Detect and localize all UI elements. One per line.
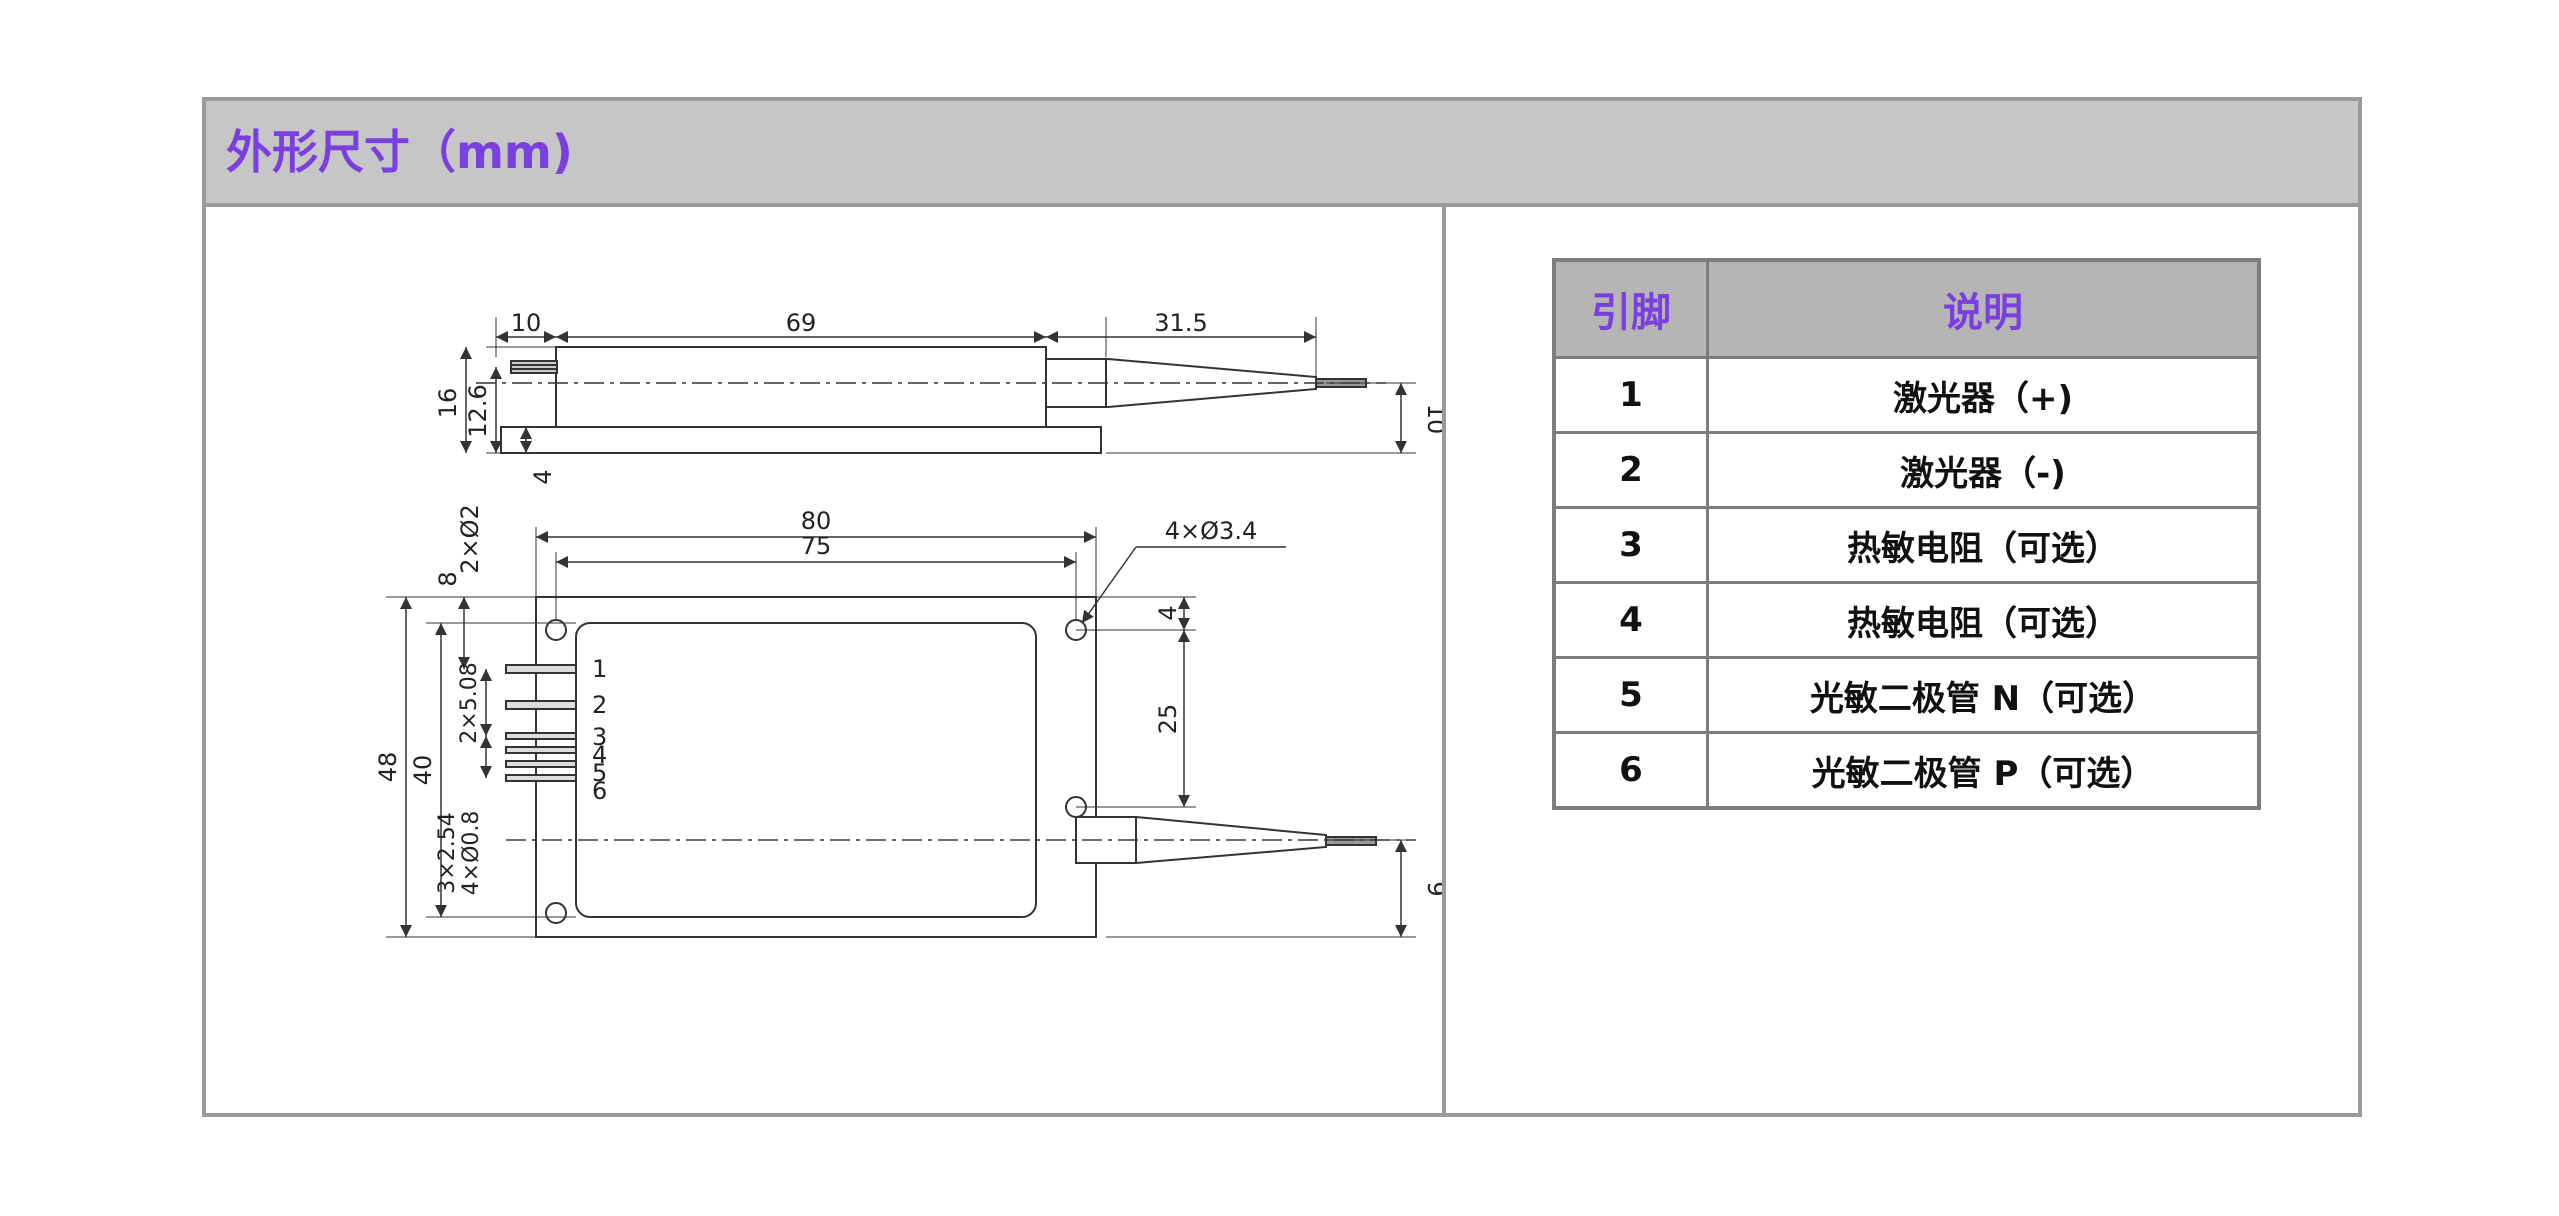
pin-number: 1 bbox=[1552, 356, 1709, 434]
side-body bbox=[555, 346, 1047, 428]
pin-description: 激光器（-) bbox=[1706, 431, 2261, 509]
dim-top-right-4: 4 bbox=[1154, 605, 1182, 620]
dim-top-fiber-9: 9 bbox=[1422, 881, 1442, 896]
dim-side-12-6: 12.6 bbox=[464, 384, 492, 437]
pin-label-2: 2 bbox=[592, 691, 607, 719]
table-row: 3 热敏电阻（可选） bbox=[1552, 506, 2261, 584]
pin-table: 引脚 说明 1 激光器（+) 2 激光器（-) 3 热敏电阻（可选） 4 热敏电… bbox=[1552, 258, 2261, 810]
pin-number: 4 bbox=[1552, 581, 1709, 659]
dim-top-80: 80 bbox=[801, 507, 832, 535]
pin-label-group: 1 2 3 4 5 6 bbox=[592, 655, 607, 805]
pin-number: 3 bbox=[1552, 506, 1709, 584]
section-header: 外形尺寸（mm) bbox=[206, 101, 2358, 207]
dim-top-48: 48 bbox=[374, 752, 402, 783]
top-view bbox=[386, 527, 1416, 938]
side-fiber-boot bbox=[1045, 358, 1317, 408]
dim-top-pitch-a: 2×5.08 bbox=[457, 662, 482, 743]
column-divider bbox=[1442, 207, 1446, 1113]
pin-label-3: 3 bbox=[592, 723, 607, 751]
side-base bbox=[500, 426, 1102, 454]
side-view bbox=[476, 317, 1416, 454]
dim-side-4: 4 bbox=[529, 469, 557, 484]
table-row: 1 激光器（+) bbox=[1552, 356, 2261, 434]
pin-table-header-row: 引脚 说明 bbox=[1552, 258, 2261, 359]
dim-top-40: 40 bbox=[409, 755, 437, 786]
dim-side-69: 69 bbox=[786, 309, 817, 337]
mechanical-drawing: 10 69 31.5 16 12.6 4 10 bbox=[374, 309, 1442, 938]
top-pins bbox=[505, 664, 577, 782]
dim-side-16: 16 bbox=[434, 388, 462, 419]
dim-top-pin-dia: 4×Ø0.8 bbox=[459, 811, 484, 896]
table-row: 2 激光器（-) bbox=[1552, 431, 2261, 509]
pin-number: 5 bbox=[1552, 656, 1709, 734]
table-row: 6 光敏二极管 P（可选） bbox=[1552, 731, 2261, 810]
pin-label-1: 1 bbox=[592, 655, 607, 683]
pin-label-5: 5 bbox=[592, 759, 607, 787]
dim-top-right-25: 25 bbox=[1154, 704, 1182, 735]
mount-hole-bl bbox=[545, 902, 567, 924]
side-dimension-lines bbox=[460, 331, 1407, 453]
dim-side-fiber-10: 10 bbox=[1422, 404, 1442, 435]
header-desc: 说明 bbox=[1706, 258, 2261, 359]
dim-top-75: 75 bbox=[801, 532, 832, 560]
table-row: 4 热敏电阻（可选） bbox=[1552, 581, 2261, 659]
pin-description: 光敏二极管 P（可选） bbox=[1706, 731, 2261, 810]
dim-top-pin-holes: 2×Ø2 bbox=[456, 504, 484, 574]
pin-description: 光敏二极管 N（可选） bbox=[1706, 656, 2261, 734]
section-title: 外形尺寸（mm) bbox=[226, 125, 573, 179]
dim-side-31-5: 31.5 bbox=[1154, 309, 1207, 337]
side-pins bbox=[510, 360, 558, 374]
top-dimension-lines bbox=[400, 531, 1407, 937]
top-body bbox=[575, 622, 1037, 918]
dimensions-panel: 外形尺寸（mm) bbox=[202, 97, 2362, 1117]
pin-description: 热敏电阻（可选） bbox=[1706, 506, 2261, 584]
pin-label-6: 6 bbox=[592, 777, 607, 805]
dim-side-10: 10 bbox=[511, 309, 542, 337]
pin-number: 2 bbox=[1552, 431, 1709, 509]
table-row: 5 光敏二极管 N（可选） bbox=[1552, 656, 2261, 734]
dim-top-holes: 4×Ø3.4 bbox=[1165, 517, 1257, 545]
pin-number: 6 bbox=[1552, 731, 1709, 810]
pin-description: 热敏电阻（可选） bbox=[1706, 581, 2261, 659]
pin-label-4: 4 bbox=[592, 741, 607, 769]
dim-top-off-8: 8 bbox=[434, 571, 462, 586]
pin-description: 激光器（+) bbox=[1706, 356, 2261, 434]
header-pin: 引脚 bbox=[1552, 258, 1709, 359]
dim-top-pitch-b: 3×2.54 bbox=[435, 812, 460, 893]
